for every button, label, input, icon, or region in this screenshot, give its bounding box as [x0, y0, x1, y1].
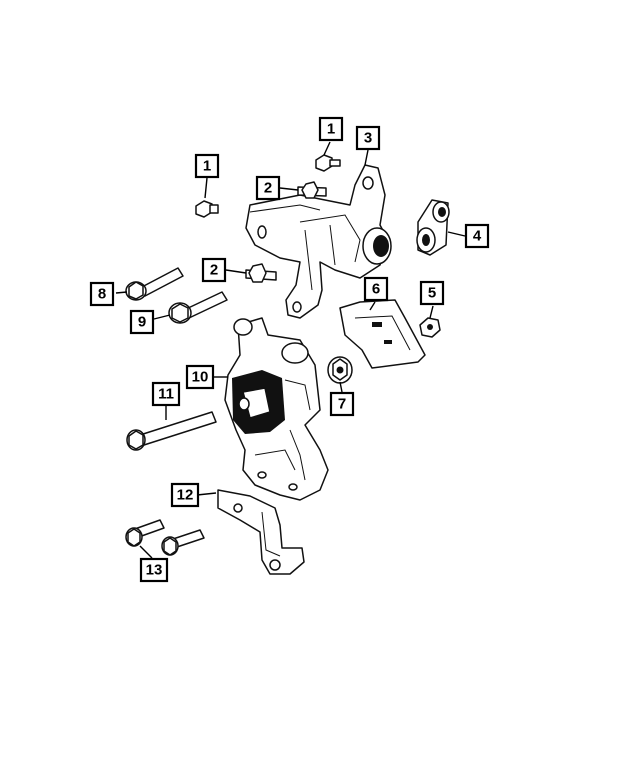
bolt-1-upper	[315, 154, 341, 172]
lower-bracket	[217, 489, 305, 575]
callout-label: 4	[473, 228, 482, 245]
isolator-bushing	[416, 199, 450, 256]
callout-12: 12	[170, 482, 200, 508]
callout-label: 1	[327, 121, 335, 138]
callout-2-upper: 2	[255, 175, 281, 201]
callout-9: 9	[129, 309, 155, 335]
bolt-11	[126, 411, 217, 451]
callout-label: 2	[264, 180, 272, 197]
callout-1-upper: 1	[318, 116, 344, 142]
bolt-9	[168, 291, 228, 324]
callout-label: 2	[210, 262, 218, 279]
bolt-8	[125, 267, 184, 301]
callout-8: 8	[89, 281, 115, 307]
callout-6: 6	[363, 276, 389, 302]
callout-7: 7	[329, 391, 355, 417]
stud-2-upper	[297, 181, 327, 199]
bolt-13-b	[161, 529, 205, 556]
callout-label: 13	[146, 562, 163, 579]
callout-5: 5	[419, 280, 445, 306]
heat-shield-bracket	[339, 299, 426, 369]
callout-label: 1	[203, 158, 211, 175]
callout-label: 8	[98, 286, 106, 303]
callout-label: 3	[364, 130, 372, 147]
callout-label: 7	[338, 396, 346, 413]
stud-2-lower	[245, 263, 277, 283]
callout-label: 10	[192, 369, 209, 386]
callout-4: 4	[464, 223, 490, 249]
bolt-13-a	[125, 519, 165, 547]
callout-label: 5	[428, 285, 436, 302]
bolt-1-left	[195, 200, 219, 218]
callout-2-lower: 2	[201, 257, 227, 283]
callout-1-left: 1	[194, 153, 220, 179]
hex-nut-5	[419, 317, 441, 338]
flange-nut-7	[327, 356, 353, 384]
leader-lines	[115, 141, 466, 559]
callout-3: 3	[355, 125, 381, 151]
callout-label: 6	[372, 281, 380, 298]
transmission-mount	[224, 317, 329, 501]
callout-11: 11	[151, 381, 181, 407]
callout-label: 11	[158, 386, 174, 403]
callout-label: 12	[177, 487, 194, 504]
callout-13: 13	[139, 557, 169, 583]
upper-mount-bracket	[245, 164, 392, 319]
callout-label: 9	[138, 314, 146, 331]
callout-10: 10	[185, 364, 215, 390]
